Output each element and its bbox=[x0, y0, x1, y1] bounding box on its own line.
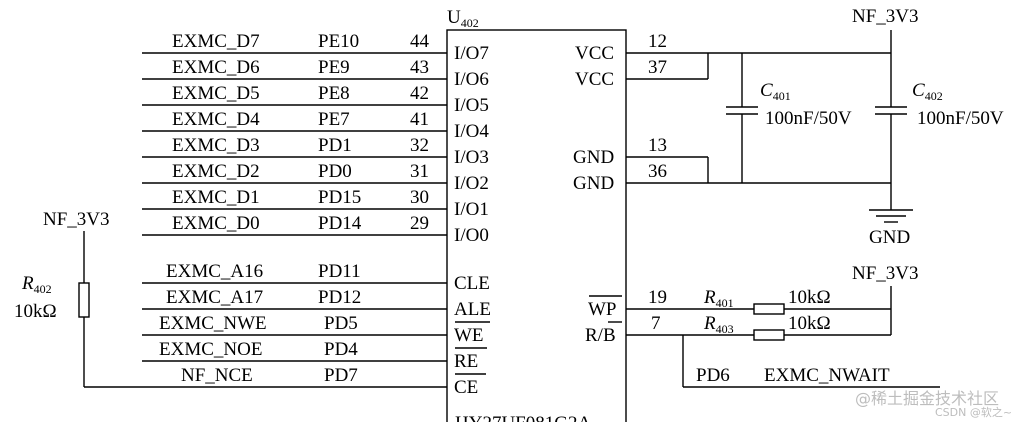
port-label: PD12 bbox=[318, 287, 361, 308]
port-label: PD7 bbox=[324, 365, 358, 386]
net-label: EXMC_A16 bbox=[166, 261, 263, 282]
watermark: @稀土掘金技术社区 bbox=[855, 389, 999, 408]
wp-rb-pins: WP R/B 19 7 R401 10kΩ R403 10kΩ bbox=[585, 286, 940, 388]
pin-number: 29 bbox=[410, 213, 429, 234]
pin-name: I/O7 bbox=[454, 43, 489, 64]
pin-number: 31 bbox=[410, 161, 429, 182]
pin-name: GND bbox=[573, 147, 614, 168]
pin-name: I/O3 bbox=[454, 147, 489, 168]
port-label: PD11 bbox=[318, 261, 361, 282]
net-label: EXMC_D0 bbox=[172, 213, 260, 234]
pin-name: CE bbox=[454, 377, 478, 398]
pin-name: I/O5 bbox=[454, 95, 489, 116]
port-label: PE10 bbox=[318, 31, 359, 52]
port-label: PD14 bbox=[318, 213, 362, 234]
ic-body bbox=[446, 29, 627, 422]
port-label: PD15 bbox=[318, 187, 361, 208]
resistor-value: 10kΩ bbox=[788, 313, 831, 334]
net-label: EXMC_D4 bbox=[172, 109, 260, 130]
pin-name: I/O2 bbox=[454, 173, 489, 194]
resistor-value: 10kΩ bbox=[788, 287, 831, 308]
net-label: EXMC_D7 bbox=[172, 31, 260, 52]
net-label: EXMC_D5 bbox=[172, 83, 260, 104]
pin-name: I/O1 bbox=[454, 199, 489, 220]
pin-number: 41 bbox=[410, 109, 429, 130]
data-bus-pins: EXMC_D7 PE10 44 I/O7 EXMC_D6 PE9 43 I/O6… bbox=[142, 31, 489, 246]
pin-number: 32 bbox=[410, 135, 429, 156]
ic-part-number: HY27UF081G2A bbox=[455, 413, 591, 422]
resistor-value: 10kΩ bbox=[14, 301, 57, 322]
port-label: PD1 bbox=[318, 135, 352, 156]
net-label: EXMC_NOE bbox=[159, 339, 262, 360]
pin-name: I/O0 bbox=[454, 225, 489, 246]
net-label: EXMC_D6 bbox=[172, 57, 260, 78]
pin-name: R/B bbox=[585, 325, 616, 346]
pin-name: WE bbox=[454, 325, 484, 346]
power-net-label: NF_3V3 bbox=[852, 263, 919, 284]
capacitor-value: 100nF/50V bbox=[765, 108, 852, 129]
pin-number: 12 bbox=[648, 31, 667, 52]
pin-name: VCC bbox=[575, 69, 614, 90]
pin-number: 42 bbox=[410, 83, 429, 104]
pin-name: I/O4 bbox=[454, 121, 489, 142]
port-label: PE9 bbox=[318, 57, 350, 78]
pin-number: 36 bbox=[648, 161, 667, 182]
power-pins: VCC VCC GND GND 12 37 13 36 bbox=[573, 30, 913, 223]
pin-number: 43 bbox=[410, 57, 429, 78]
pin-name: WP bbox=[588, 299, 617, 320]
net-label: EXMC_D2 bbox=[172, 161, 260, 182]
pin-number: 19 bbox=[648, 287, 667, 308]
ground-label: GND bbox=[869, 227, 910, 248]
power-net-label: NF_3V3 bbox=[43, 209, 110, 230]
pin-number: 37 bbox=[648, 57, 667, 78]
capacitor-ref: C402 bbox=[912, 80, 943, 103]
net-label: NF_NCE bbox=[181, 365, 253, 386]
pin-number: 44 bbox=[410, 31, 430, 52]
net-label: EXMC_D1 bbox=[172, 187, 260, 208]
pin-number: 30 bbox=[410, 187, 429, 208]
control-pins: EXMC_A16 PD11 CLE EXMC_A17 PD12 ALE EXMC… bbox=[84, 261, 491, 398]
pin-name: VCC bbox=[575, 43, 614, 64]
net-label: EXMC_D3 bbox=[172, 135, 260, 156]
port-label: PE8 bbox=[318, 83, 350, 104]
net-label: EXMC_NWAIT bbox=[764, 365, 890, 386]
port-label: PD5 bbox=[324, 313, 358, 334]
port-label: PE7 bbox=[318, 109, 350, 130]
pin-name: RE bbox=[454, 351, 478, 372]
watermark-csdn: CSDN @软之~ bbox=[935, 405, 1012, 419]
port-label: PD6 bbox=[696, 365, 730, 386]
resistor-ref: R402 bbox=[21, 273, 52, 296]
ic-ref-label: U402 bbox=[447, 7, 479, 30]
pin-name: I/O6 bbox=[454, 69, 489, 90]
pin-name: ALE bbox=[454, 299, 491, 320]
resistor-r402: NF_3V3 R402 10kΩ bbox=[14, 209, 110, 387]
port-label: PD0 bbox=[318, 161, 352, 182]
resistor-ref: R403 bbox=[703, 313, 734, 336]
capacitor-value: 100nF/50V bbox=[917, 108, 1004, 129]
pin-name: CLE bbox=[454, 273, 490, 294]
capacitor-ref: C401 bbox=[760, 80, 791, 103]
resistor-ref: R401 bbox=[703, 287, 734, 310]
pin-number: 7 bbox=[651, 313, 661, 334]
net-label: EXMC_A17 bbox=[166, 287, 263, 308]
power-net-label: NF_3V3 bbox=[852, 6, 919, 27]
pin-number: 13 bbox=[648, 135, 667, 156]
net-label: EXMC_NWE bbox=[159, 313, 267, 334]
pin-name: GND bbox=[573, 173, 614, 194]
port-label: PD4 bbox=[324, 339, 358, 360]
